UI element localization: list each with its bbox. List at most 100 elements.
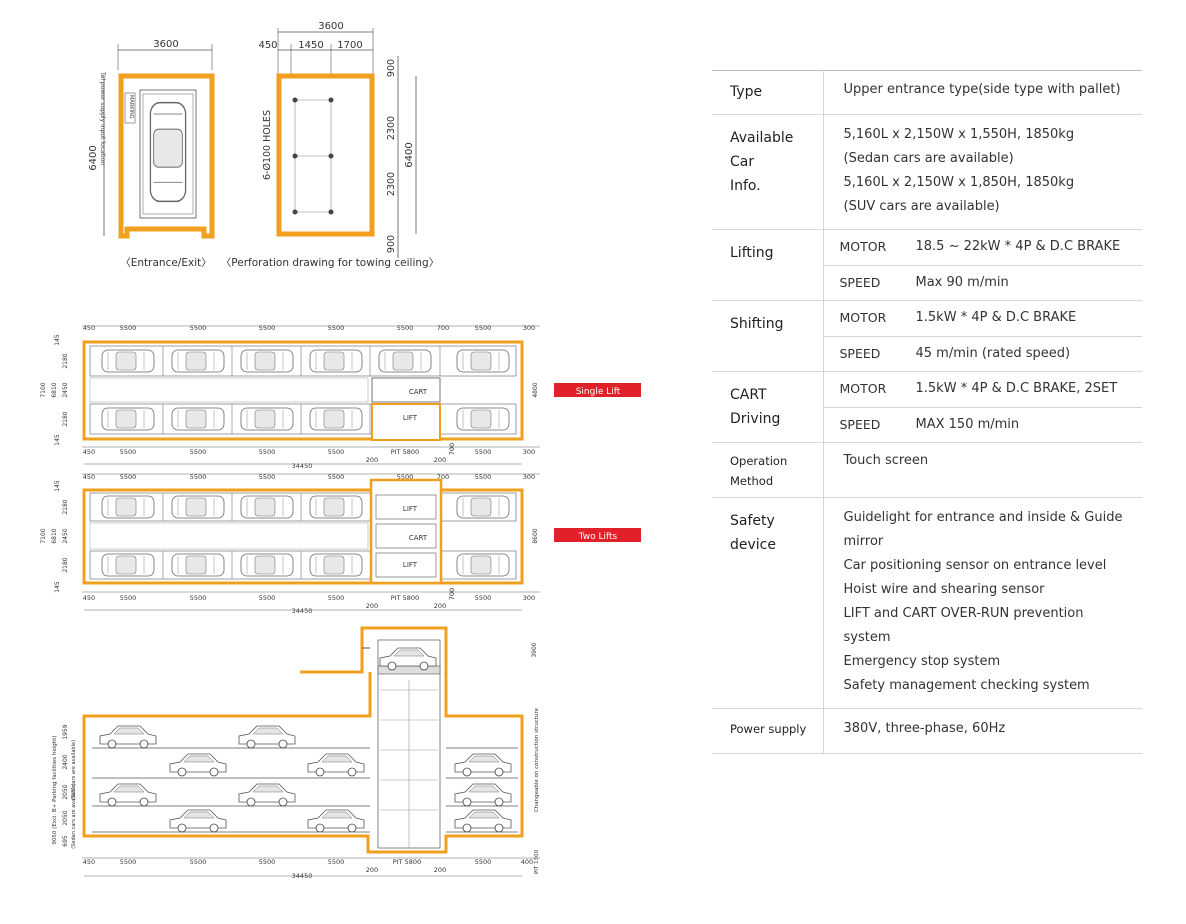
tl-bottom-dim: 5500: [190, 594, 207, 602]
tl-left-dim: 2180: [62, 557, 69, 572]
tl-top-dim: 450: [83, 473, 95, 481]
spec-value: 380V, three-phase, 60Hz: [823, 708, 1142, 754]
spec-subvalue: MAX 150 m/min: [915, 416, 1020, 432]
sl-left-dim: 2450: [62, 382, 69, 397]
spec-label: Available Car Info.: [712, 114, 824, 230]
spec-value-line: 5,160L x 2,150W x 1,850H, 1850kg: [843, 175, 1075, 190]
section-bottom-dim: 450: [83, 858, 95, 866]
spec-value-line: Hoist wire and shearing sensor: [843, 582, 1045, 597]
tl-cart-label: CART: [409, 534, 428, 542]
spec-subkey: MOTOR: [823, 230, 904, 266]
spec-value-line: (Sedan cars are available): [843, 151, 1014, 166]
spec-row-type: Type Upper entrance type(side type with …: [712, 70, 1142, 115]
tl-bottom-dim: 700: [448, 588, 456, 600]
sl-bottom-dim: 5500: [328, 448, 345, 456]
tl-bottom-dim: 300: [523, 594, 535, 602]
section-bottom-dim: 5500: [190, 858, 207, 866]
section-sedan-note: (Sedan cars are available): [71, 783, 77, 849]
section-left-total: 9050 (Excl. B+ Parking facilities height…: [52, 735, 58, 844]
technical-drawings: 3600 6400 Tel power supply input locatio…: [40, 21, 641, 880]
sl-left-total: 6810: [51, 382, 58, 397]
sl-left-dim: 2180: [62, 411, 69, 426]
sl-bottom-dim: 5500: [120, 448, 137, 456]
spec-label: Operation Method: [712, 442, 824, 498]
sl-bottom-dim: 700: [448, 443, 456, 455]
tl-left-dim: 2180: [62, 499, 69, 514]
tl-right-dim: 8600: [532, 528, 539, 543]
sl-total-dim: 34450: [292, 462, 313, 470]
tl-small-dim: 200: [366, 602, 378, 610]
section-top-dim: 3900: [531, 642, 538, 657]
spec-row-power: Power supply 380V, three-phase, 60Hz: [712, 708, 1142, 754]
spec-row-safety: Safety device Guidelight for entrance an…: [712, 497, 1142, 709]
spec-value-line: mirror: [843, 534, 884, 549]
tl-top-dim: 5500: [259, 473, 276, 481]
ceiling-right-dim-2: 2300: [386, 116, 397, 140]
section-bottom-dim: 5500: [475, 858, 492, 866]
plan-caption: 〈Entrance/Exit〉: [120, 257, 211, 269]
section-suv-note: (SUV cars are available): [71, 740, 77, 800]
tl-bottom-dim: 5500: [475, 594, 492, 602]
sl-right-dim: 4800: [532, 382, 539, 397]
spec-label: Power supply: [712, 708, 824, 754]
plan-height-dim: 6400: [88, 145, 99, 170]
spec-label-line: device: [730, 537, 776, 553]
spec-label-line: Operation: [730, 454, 788, 468]
tl-bottom-dim: 5500: [259, 594, 276, 602]
tl-left-total: 6810: [51, 528, 58, 543]
spec-subkey: SPEED: [839, 416, 881, 432]
tl-top-dim: 5500: [397, 473, 414, 481]
section-left-dim: 2400: [62, 754, 69, 769]
section-drawing: 1959 2400 2050 2050 695 (SUV cars are av…: [52, 626, 540, 880]
tl-top-dim: 300: [523, 473, 535, 481]
ceiling-right-dim-4: 900: [386, 235, 397, 253]
spec-value: Guidelight for entrance and inside & Gui…: [823, 497, 1142, 709]
sl-top-dim: 5500: [328, 324, 345, 332]
spec-label-line: Available Car: [730, 130, 794, 170]
tl-left-dim: 2450: [62, 528, 69, 543]
spec-subvalue: 1.5kW * 4P & D.C BRAKE, 2SET: [903, 372, 1142, 408]
spec-label-line: Safety: [730, 513, 775, 529]
tl-top-dim: 5500: [190, 473, 207, 481]
single-lift-layout: 450 5500 5500 5500 5500 5500 700 5500 30…: [40, 324, 641, 470]
spec-value-line: Guidelight for entrance and inside & Gui…: [843, 510, 1123, 525]
ceiling-holes-label: 6-Ø100 HOLES: [262, 110, 273, 180]
tl-left-dim: 145: [54, 581, 61, 593]
spec-label-line: Info.: [730, 178, 761, 194]
ceiling-dim-1700: 1700: [337, 40, 362, 51]
sl-top-dim: 300: [523, 324, 535, 332]
spec-subkey: SPEED: [839, 345, 881, 361]
spec-subvalue: 45 m/min (rated speed): [915, 345, 1071, 361]
sl-left-dim: 145: [54, 334, 61, 346]
ceiling-top-dim: 3600: [318, 21, 343, 32]
sl-bottom-dim: PIT 5800: [391, 448, 419, 456]
spec-value-line: 5,160L x 2,150W x 1,550H, 1850kg: [843, 127, 1075, 142]
section-bottom-dim: 400: [521, 858, 533, 866]
two-lifts-tag: Two Lifts: [578, 532, 618, 542]
spec-label-line: Driving: [730, 411, 781, 427]
section-small-dim: 200: [434, 866, 446, 874]
plan-power-note: Tel power supply input location: [99, 71, 106, 165]
ceiling-caption: 〈Perforation drawing for towing ceiling〉: [221, 257, 439, 269]
section-left-dim: 2050: [62, 810, 69, 825]
sl-top-dim: 700: [437, 324, 449, 332]
entrance-plan-drawing: 3600 6400 Tel power supply input locatio…: [88, 39, 215, 269]
tl-lift-label-1: LIFT: [403, 505, 418, 513]
spec-subvalue: 18.5 ~ 22kW * 4P & D.C BRAKE: [903, 230, 1142, 266]
section-pit-dim: PIT 1300: [534, 849, 540, 874]
single-lift-tag: Single Lift: [576, 387, 621, 397]
tl-bottom-dim: 450: [83, 594, 95, 602]
section-left-dim: 1959: [62, 724, 69, 739]
spec-value-line: Emergency stop system: [843, 654, 1001, 669]
section-bottom-dim: 5500: [120, 858, 137, 866]
plan-width-dim: 3600: [153, 39, 178, 50]
sl-bottom-dim: 5500: [259, 448, 276, 456]
sl-bottom-dim: 300: [523, 448, 535, 456]
spec-value: Touch screen: [823, 442, 1142, 498]
sl-cart-label: CART: [409, 388, 428, 396]
sl-lift-label: LIFT: [403, 414, 418, 422]
spec-label: Safety device: [712, 497, 824, 709]
spec-subvalue: Max 90 m/min: [915, 274, 1009, 290]
